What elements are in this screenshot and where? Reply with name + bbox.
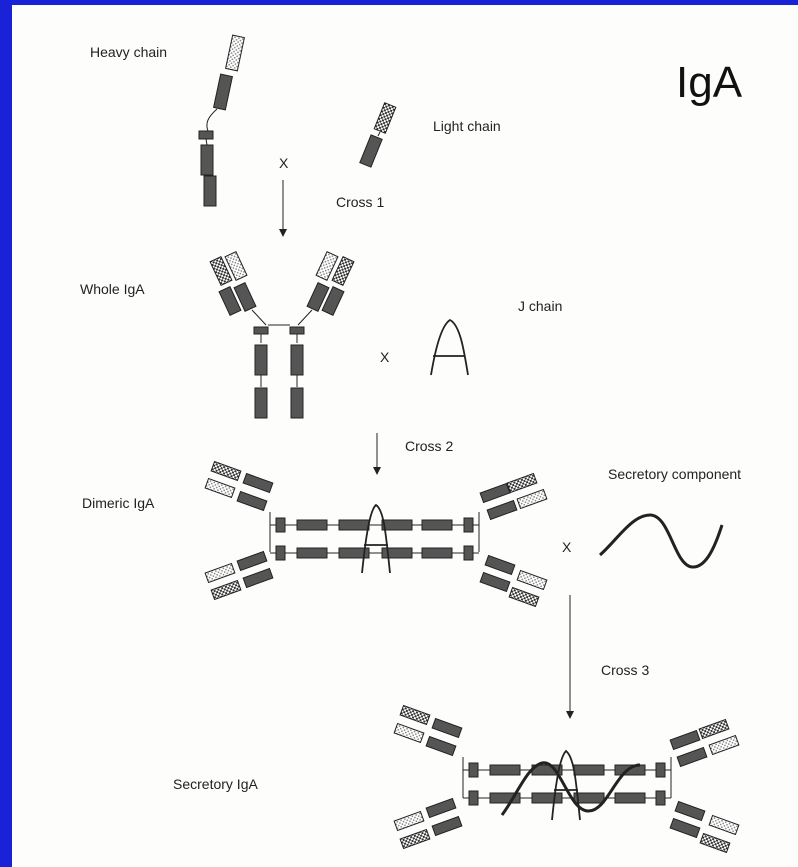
label-secretory-component: Secretory component — [608, 466, 741, 482]
label-j-chain: J chain — [518, 298, 562, 314]
j-chain-shape — [431, 320, 468, 375]
label-light-chain: Light chain — [433, 118, 501, 134]
whole-iga-molecule — [210, 252, 354, 418]
dimeric-iga-molecule — [205, 462, 547, 607]
label-dimeric-iga: Dimeric IgA — [82, 495, 155, 511]
cross-mark-3: X — [562, 539, 572, 555]
secretory-iga-molecule — [394, 706, 739, 853]
cross-mark-2: X — [380, 349, 390, 365]
iga-assembly-diagram: IgA Heavy chain Light chain X Cross 1 Wh… — [12, 5, 798, 867]
secretory-component-shape — [600, 515, 722, 567]
label-cross-2: Cross 2 — [405, 438, 453, 454]
label-secretory-iga: Secretory IgA — [173, 776, 258, 792]
diagram-title: IgA — [676, 58, 743, 107]
label-cross-1: Cross 1 — [336, 194, 384, 210]
light-chain — [360, 103, 396, 167]
label-whole-iga: Whole IgA — [80, 281, 145, 297]
label-cross-3: Cross 3 — [601, 662, 649, 678]
heavy-chain — [199, 35, 244, 206]
cross-mark-1: X — [279, 155, 289, 171]
diagram-page: IgA Heavy chain Light chain X Cross 1 Wh… — [12, 5, 798, 867]
label-heavy-chain: Heavy chain — [90, 44, 167, 60]
